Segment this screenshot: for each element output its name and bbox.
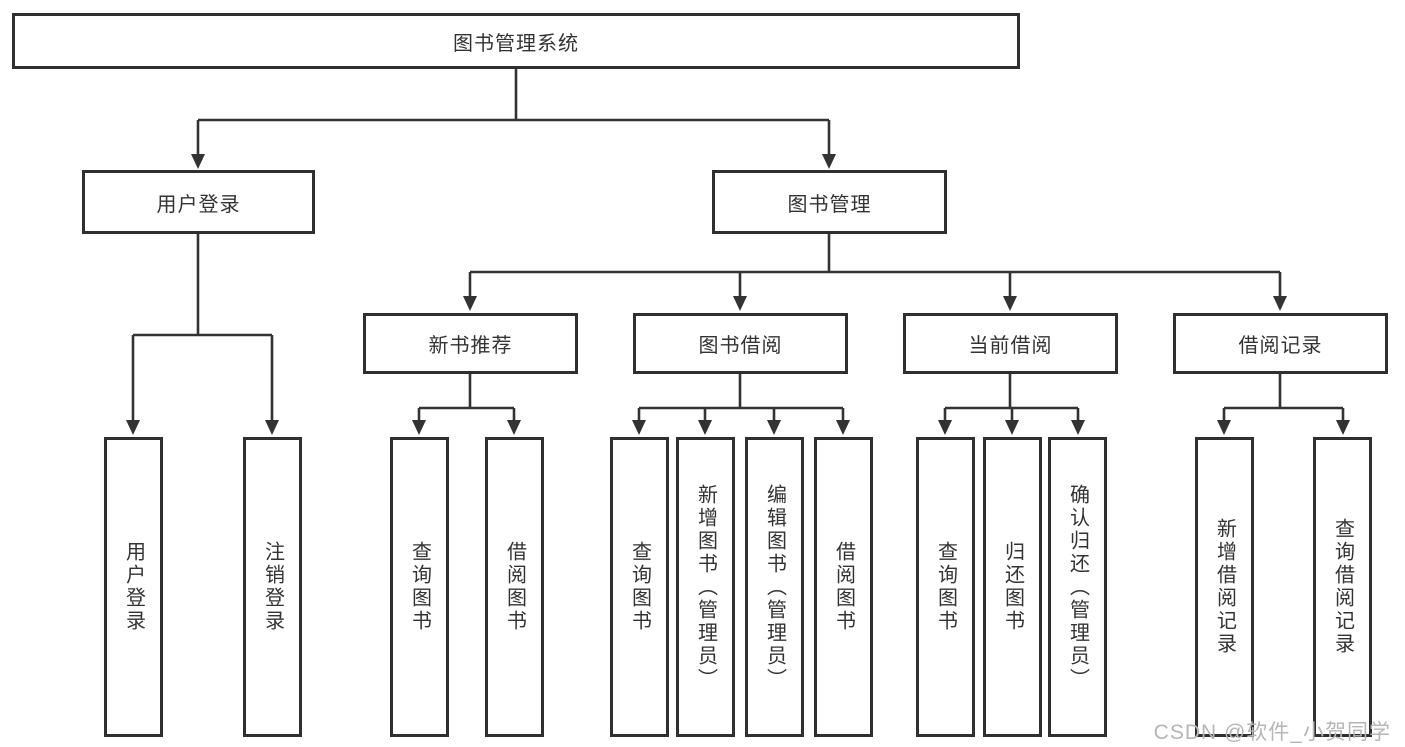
node-label: 图书借阅 [698, 335, 783, 357]
node-label: 当前借阅 [968, 335, 1053, 357]
leaf-query-borrow-record: 查询借阅记录 [1313, 437, 1372, 737]
node-label: 确认归还（管理员） [1066, 483, 1089, 691]
node-book-borrowing: 图书借阅 [633, 313, 848, 374]
node-root-system: 图书管理系统 [12, 13, 1020, 69]
node-label: 编辑图书（管理员） [763, 483, 786, 691]
node-label: 注销登录 [261, 541, 284, 633]
leaf-query-books-1: 查询图书 [390, 437, 449, 737]
node-label: 图书管理系统 [453, 32, 579, 55]
leaf-borrow-books-2: 借阅图书 [814, 437, 873, 737]
leaf-logout: 注销登录 [243, 437, 302, 737]
node-label: 查询图书 [934, 541, 957, 633]
node-label: 查询图书 [628, 541, 651, 633]
node-label: 查询借阅记录 [1331, 518, 1354, 656]
leaf-add-borrow-record: 新增借阅记录 [1195, 437, 1254, 737]
leaf-edit-books-admin: 编辑图书（管理员） [745, 437, 804, 737]
leaf-query-books-3: 查询图书 [916, 437, 975, 737]
node-user-login-branch: 用户登录 [82, 170, 315, 234]
node-book-management-branch: 图书管理 [712, 170, 947, 234]
node-label: 借阅记录 [1238, 335, 1323, 357]
node-label: 图书管理 [787, 193, 872, 216]
leaf-add-books-admin: 新增图书（管理员） [676, 437, 735, 737]
node-label: 借阅图书 [832, 541, 855, 633]
leaf-borrow-books-1: 借阅图书 [485, 437, 544, 737]
node-label: 新增图书（管理员） [694, 483, 717, 691]
node-new-book-recommend: 新书推荐 [363, 313, 578, 374]
leaf-user-login: 用户登录 [104, 437, 163, 737]
leaf-confirm-return-admin: 确认归还（管理员） [1048, 437, 1107, 737]
node-borrow-records: 借阅记录 [1173, 313, 1388, 374]
csdn-watermark: CSDN @软件_小贺同学 [1153, 721, 1391, 744]
node-label: 新增借阅记录 [1213, 518, 1236, 656]
node-current-borrowing: 当前借阅 [903, 313, 1118, 374]
node-label: 查询图书 [408, 541, 431, 633]
leaf-return-books: 归还图书 [983, 437, 1042, 737]
node-label: 归还图书 [1001, 541, 1024, 633]
node-label: 新书推荐 [428, 335, 513, 357]
node-label: 借阅图书 [503, 541, 526, 633]
node-label: 用户登录 [122, 541, 145, 633]
leaf-query-books-2: 查询图书 [610, 437, 669, 737]
node-label: 用户登录 [156, 193, 241, 216]
